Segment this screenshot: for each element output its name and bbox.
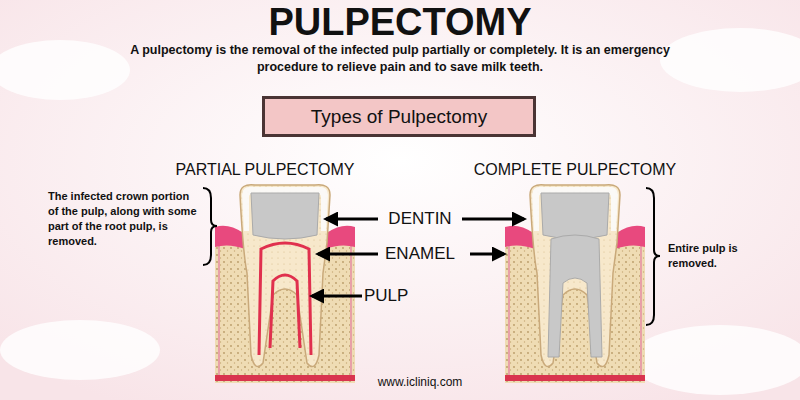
category-box: Types of Pulpectomy bbox=[262, 96, 536, 137]
watermark: www.icliniq.com bbox=[340, 374, 500, 390]
box-label: Types of Pulpectomy bbox=[311, 106, 487, 128]
title: PULPECTOMY bbox=[200, 0, 600, 44]
type-heading: COMPLETE PULPECTOMY bbox=[450, 160, 700, 180]
part-name: DENTIN bbox=[370, 209, 470, 229]
part-name: PULP bbox=[364, 286, 424, 306]
partial-tooth bbox=[215, 185, 355, 383]
description-note: The infected crown portion of the pulp, … bbox=[48, 189, 200, 249]
clouds bbox=[0, 28, 800, 395]
brackets bbox=[203, 188, 660, 325]
complete-tooth bbox=[505, 185, 645, 383]
type-heading: PARTIAL PULPECTOMY bbox=[140, 160, 390, 180]
part-name: ENAMEL bbox=[370, 244, 470, 264]
description-note: Entire pulp is removed. bbox=[668, 241, 760, 271]
intro-text: A pulpectomy is the removal of the infec… bbox=[115, 42, 685, 76]
leader-arrows bbox=[312, 219, 524, 296]
